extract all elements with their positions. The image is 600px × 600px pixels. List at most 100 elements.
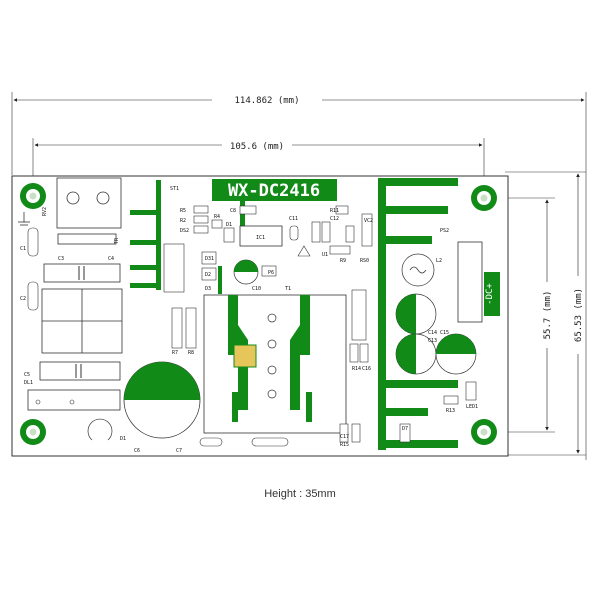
svg-text:ST1: ST1 [170,186,179,192]
res-r2 [193,215,209,224]
bridge-rectifier [27,389,121,411]
led1 [465,381,477,401]
mounting-hole-bottom-left [20,419,46,445]
overall-width-label: 114.862 (mm) [234,96,299,106]
hole-width-label: 105.6 (mm) [230,142,284,152]
svg-text:R4: R4 [214,214,220,220]
svg-text:R5: R5 [180,208,186,214]
ic1-chip [239,225,283,247]
cap-c11 [289,225,299,241]
svg-text:R8: R8 [188,350,194,356]
svg-text:R13: R13 [446,408,455,414]
ntc-thermistor [87,418,113,441]
vc2 [361,213,373,247]
svg-text:DS2: DS2 [180,228,189,234]
mounting-hole-top-right [471,185,497,211]
diode-d2 [201,251,217,265]
film-cap-c5 [39,361,121,381]
svg-text:IC1: IC1 [256,235,265,241]
svg-text:C3: C3 [58,256,64,262]
diode-ds2 [193,225,209,234]
silkscreen-labels: ST1 RV2 R5 R2 DS2 R4 D1 C8 IC1 C11 R11 C… [20,186,478,454]
res-r5 [193,205,209,214]
svg-text:C6: C6 [134,448,140,454]
output-traces [378,178,458,450]
svg-text:RS0: RS0 [360,258,369,264]
res-r13 [443,395,459,405]
cap-c16 [359,343,369,363]
input-terminal [56,177,122,229]
overall-height-label: 65.53 (mm) [574,288,584,342]
svg-text:PS2: PS2 [440,228,449,234]
dc-output-label: -DC+ [485,283,495,305]
svg-text:R2: R2 [180,218,186,224]
cap-c17 [339,423,349,443]
cap-c10 [233,259,259,285]
pot-p6 [261,265,277,277]
output-terminal: -DC+ [457,241,500,323]
res-r9 [329,245,351,255]
svg-text:U1: U1 [322,252,328,258]
transformer-t1 [203,294,347,434]
mounting-hole-top-left [20,183,46,209]
model-name: WX-DC2416 [228,181,320,201]
res-r11b [321,221,331,243]
board-height-note: Height : 35mm [264,488,336,500]
cap-y [251,437,289,447]
res-r4 [211,219,223,229]
svg-text:L2: L2 [436,258,442,264]
cap-c8 [239,205,257,215]
res-r14 [349,343,359,363]
svg-text:TR: TR [114,237,120,244]
cap-c12 [345,225,355,243]
copper-traces [130,180,245,294]
res-r12 [335,205,349,215]
svg-text:C12: C12 [330,216,339,222]
svg-text:R11: R11 [330,208,339,214]
svg-text:R9: R9 [340,258,346,264]
cap-c13 [395,333,437,375]
svg-text:D3: D3 [205,286,211,292]
fuse [57,233,117,245]
diode-d7 [399,423,411,443]
dimension-overall-width: 114.862 (mm) [11,92,587,460]
svg-text:C10: C10 [252,286,261,292]
ground-symbol [18,212,30,226]
diode-d3 [201,267,217,281]
cap-c1 [27,227,39,257]
svg-text:D1: D1 [120,436,126,442]
svg-text:VC2: VC2 [364,218,373,224]
svg-text:R15: R15 [340,442,349,448]
svg-text:C14: C14 [428,330,437,336]
cap-c15 [435,333,477,375]
svg-text:D2: D2 [205,272,211,278]
svg-text:LED1: LED1 [466,404,478,410]
res-r7 [171,307,183,349]
res-r15 [351,423,361,443]
svg-text:D1: D1 [226,222,232,228]
cap-c7 [199,437,223,447]
svg-text:C16: C16 [362,366,371,372]
svg-text:C15: C15 [440,330,449,336]
svg-text:C5: C5 [24,372,30,378]
res-block [163,243,185,293]
svg-text:R14: R14 [352,366,361,372]
svg-text:C1: C1 [20,246,26,252]
dimension-hole-height: 55.7 (mm) [500,197,555,433]
dimension-overall-height: 65.53 (mm) [505,171,586,456]
svg-text:C17: C17 [340,434,349,440]
svg-text:C8: C8 [230,208,236,214]
svg-text:C11: C11 [289,216,298,222]
mounting-hole-bottom-right [471,419,497,445]
svg-text:D7: D7 [402,426,408,432]
svg-text:P6: P6 [268,270,274,276]
diode-d1 [223,227,235,243]
svg-text:C2: C2 [20,296,26,302]
svg-text:R7: R7 [172,350,178,356]
esd-warning-icon [297,245,311,257]
svg-text:C13: C13 [428,338,437,344]
bulk-capacitor [123,361,201,439]
board-model-label: WX-DC2416 [212,179,337,201]
film-cap-c3 [43,263,121,283]
